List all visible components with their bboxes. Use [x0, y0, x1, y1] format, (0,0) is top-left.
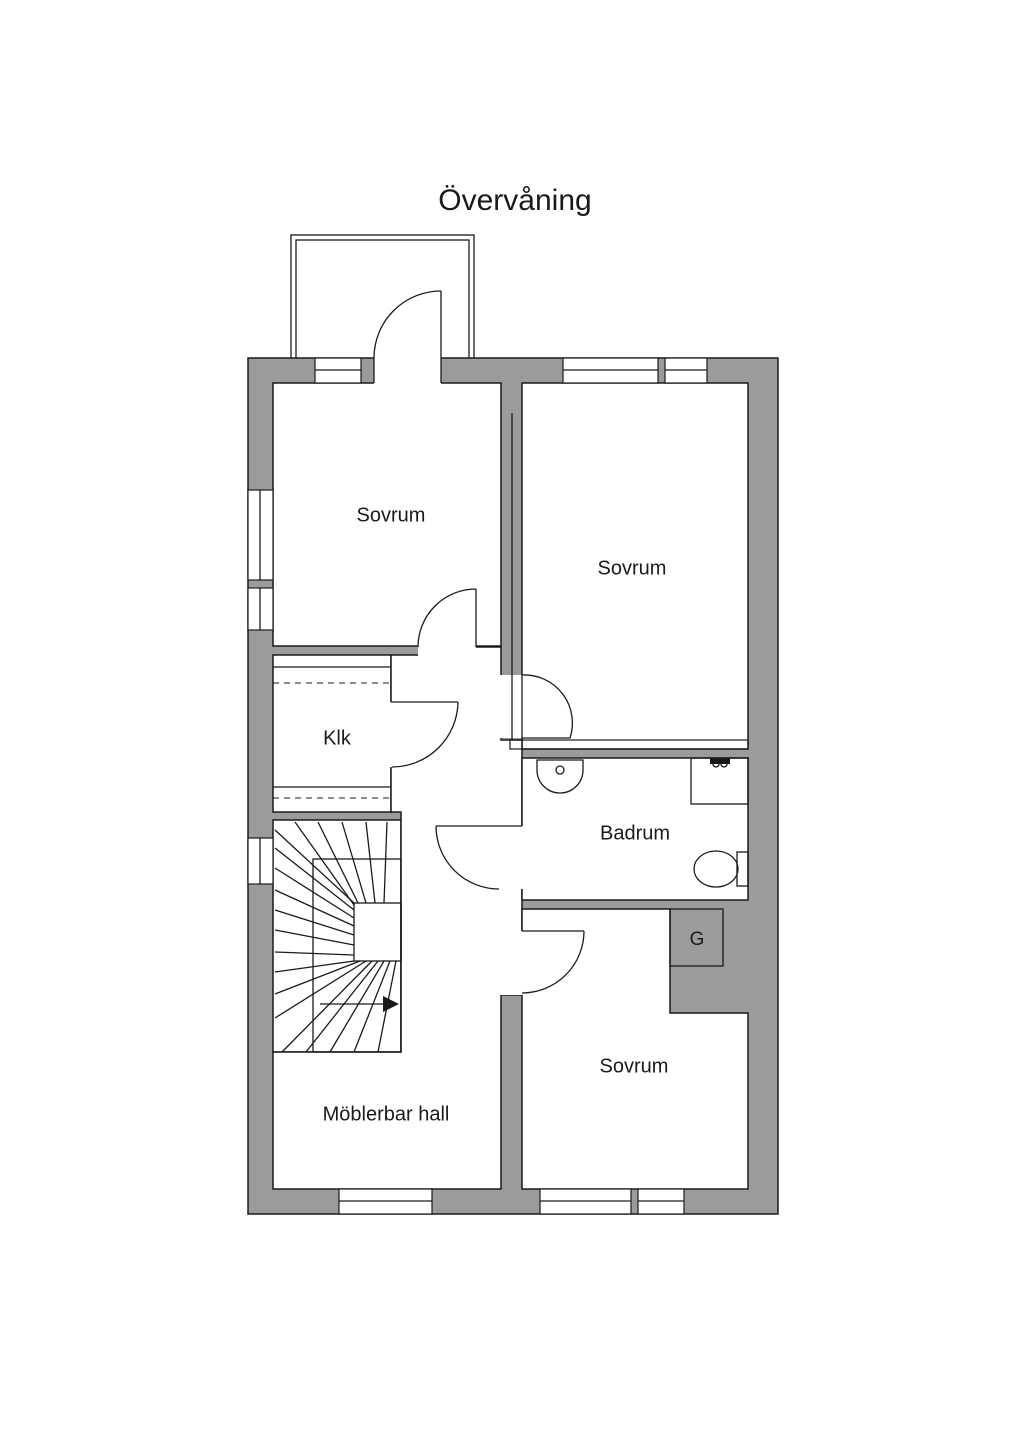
balcony-door	[373, 290, 442, 385]
label-bedroom-top-left: Sovrum	[357, 504, 426, 526]
label-closet: Klk	[323, 727, 352, 749]
g-box: G	[669, 908, 724, 967]
rooms	[272, 382, 749, 1190]
label-bedroom-top-right: Sovrum	[598, 557, 667, 579]
label-hall: Möblerbar hall	[323, 1103, 450, 1125]
room-hall	[272, 646, 523, 1190]
closet-shelves	[273, 666, 391, 799]
windows	[247, 357, 708, 1215]
label-bathroom: Badrum	[600, 822, 670, 844]
room-bathroom	[521, 757, 749, 901]
room-bedroom-top-left	[272, 382, 502, 647]
doors	[389, 588, 585, 995]
g-box-label: G	[690, 929, 705, 950]
floor-title: Övervåning	[438, 184, 591, 217]
room-labels: Sovrum Sovrum Klk Badrum Sovrum Möblerba…	[323, 504, 670, 1125]
room-stairwell	[272, 819, 402, 1053]
room-closet	[272, 654, 392, 813]
bathroom-fixtures	[536, 757, 749, 888]
staircase	[274, 821, 402, 1053]
label-bedroom-bottom-right: Sovrum	[600, 1055, 669, 1077]
balcony	[290, 234, 475, 361]
wardrobe-marking	[509, 413, 749, 750]
